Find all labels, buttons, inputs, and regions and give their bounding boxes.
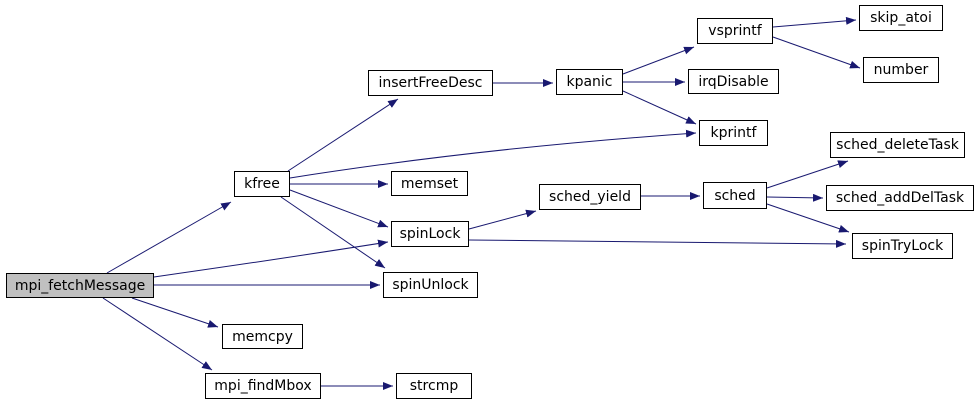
node-insertFreeDesc[interactable]: insertFreeDesc: [368, 70, 493, 96]
node-sched_yield[interactable]: sched_yield: [539, 184, 641, 210]
node-number[interactable]: number: [863, 57, 939, 83]
edge-kpanic-to-vsprintf: [622, 46, 695, 75]
edge-sched-to-sched_deleteTask: [766, 160, 849, 189]
edge-mpi_fetchMessage-to-memcpy: [131, 297, 219, 328]
node-skip_atoi[interactable]: skip_atoi: [859, 5, 943, 31]
node-sched_addDelTask[interactable]: sched_addDelTask: [826, 185, 974, 211]
node-kprintf[interactable]: kprintf: [699, 120, 768, 146]
edge-kfree-to-kprintf: [289, 129, 697, 179]
node-mpi_fetchMessage: mpi_fetchMessage: [6, 273, 154, 298]
node-irqDisable[interactable]: irqDisable: [688, 69, 779, 94]
edge-mpi_fetchMessage-to-kfree: [106, 201, 232, 274]
node-strcmp[interactable]: strcmp: [396, 373, 472, 399]
edge-vsprintf-to-number: [772, 36, 861, 69]
node-kpanic[interactable]: kpanic: [556, 69, 623, 95]
edge-kfree-to-spinLock: [289, 189, 389, 228]
edge-sched-to-spinTryLock: [766, 203, 850, 233]
node-spinUnlock[interactable]: spinUnlock: [383, 272, 478, 298]
node-spinTryLock[interactable]: spinTryLock: [852, 233, 953, 259]
edge-vsprintf-to-skip_atoi: [772, 16, 857, 28]
edge-spinLock-to-spinTryLock: [468, 239, 847, 248]
node-sched_deleteTask[interactable]: sched_deleteTask: [830, 132, 965, 158]
edge-kfree-to-spinUnlock: [280, 196, 386, 269]
edge-mpi_fetchMessage-to-spinLock: [153, 239, 389, 278]
node-mpi_findMbox[interactable]: mpi_findMbox: [205, 373, 321, 399]
node-memset[interactable]: memset: [391, 171, 468, 196]
node-memcpy[interactable]: memcpy: [222, 324, 303, 349]
edge-spinLock-to-sched_yield: [468, 209, 537, 230]
edge-kfree-to-insertFreeDesc: [287, 98, 399, 172]
node-sched[interactable]: sched: [703, 182, 767, 209]
edge-sched-to-sched_addDelTask: [766, 193, 824, 202]
edge-kpanic-to-kprintf: [622, 90, 697, 125]
node-kfree[interactable]: kfree: [234, 171, 290, 197]
node-vsprintf[interactable]: vsprintf: [697, 18, 773, 44]
node-spinLock[interactable]: spinLock: [391, 221, 469, 247]
edge-mpi_fetchMessage-to-mpi_findMbox: [102, 297, 213, 371]
